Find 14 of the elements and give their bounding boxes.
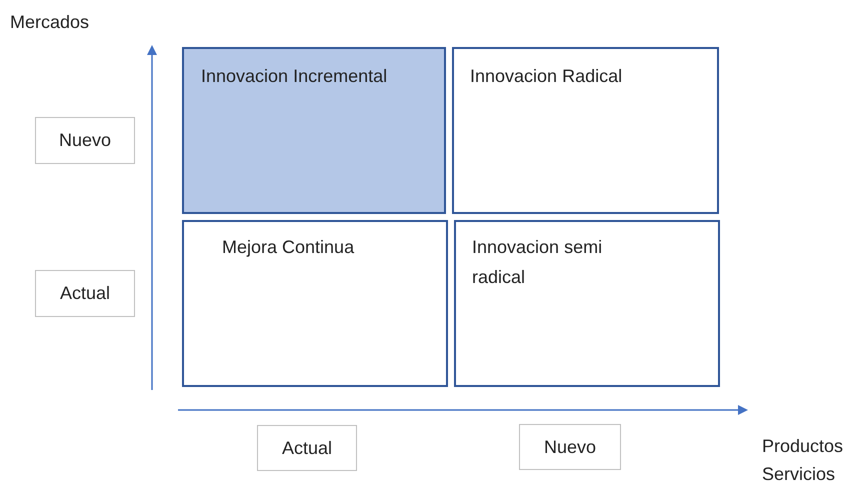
axis-label-box: Nuevo [519,424,621,470]
quadrant-box [182,220,448,387]
quadrant-box [182,47,446,214]
axis-title: Mercados [10,11,90,34]
axis-label-box: Actual [35,270,135,317]
axis-label-box: Actual [257,425,357,471]
quadrant-title: Innovacion Incremental [201,65,388,88]
quadrant-box [454,220,720,387]
axis-label-box: Nuevo [35,117,135,164]
quadrant-title: Mejora Continua [222,236,356,259]
quadrant-title: Innovacion Radical [470,65,624,88]
quadrant-box [452,47,719,214]
quadrant-title: Innovacion semi radical [472,236,604,289]
axis-title: Productos Servicios [762,435,844,486]
